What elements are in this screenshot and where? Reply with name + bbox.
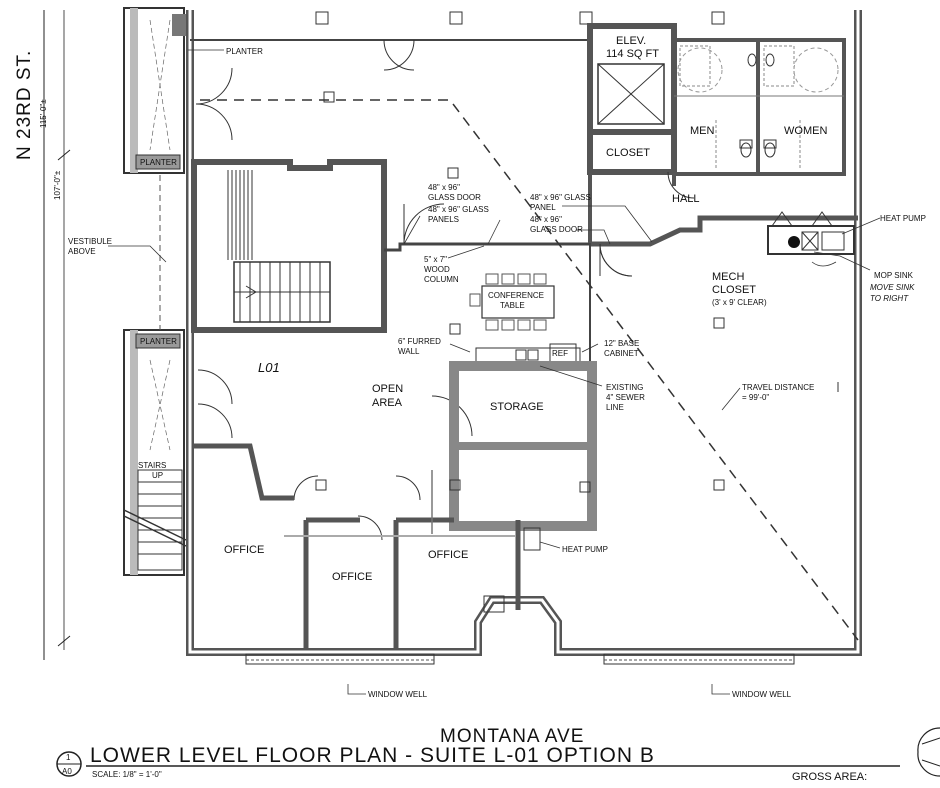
mop-hand-note: MOVE SINK [870, 283, 915, 292]
vestibule-note: VESTIBULE [68, 237, 112, 246]
base-cabinet-note-b: CABINET [604, 349, 639, 358]
stairs-label: STAIRS [138, 461, 166, 470]
mop-sink-note: MOP SINK [874, 271, 914, 280]
glass-panel-note: 48" x 96" GLASS [530, 193, 591, 202]
column [713, 479, 725, 491]
storage-label: STORAGE [490, 401, 544, 413]
glass-panels-note: 48" x 96" GLASS [428, 205, 489, 214]
street-name-left: N 23RD ST. [14, 50, 35, 160]
column [449, 11, 463, 25]
glass-panels-note-b: PANELS [428, 215, 459, 224]
elevator-label: ELEV. [616, 35, 646, 47]
base-cabinet-note: 12" BASE [604, 339, 639, 348]
glass-door-note-2b: GLASS DOOR [530, 225, 583, 234]
wood-column-note: 5" x 7" [424, 255, 447, 264]
heat-pump-note-2: HEAT PUMP [562, 545, 608, 554]
detail-number: 1 [66, 753, 71, 762]
office-label-3: OFFICE [428, 549, 468, 561]
mech-closet-label: MECH [712, 271, 744, 283]
planter-box [135, 154, 181, 170]
drawing-title: LOWER LEVEL FLOOR PLAN - SUITE L-01 OPTI… [90, 744, 655, 767]
heat-pump-unit [523, 527, 541, 551]
sewer-note-c: LINE [606, 403, 624, 412]
glass-panel-note-b: PANEL [530, 203, 556, 212]
conference-label-2: TABLE [500, 301, 525, 310]
planter-note-1: PLANTER [226, 47, 263, 56]
street-name-bottom: MONTANA AVE [440, 726, 584, 747]
storage-room [449, 361, 597, 531]
column [315, 11, 329, 25]
dimension-tick [57, 635, 71, 647]
ref-label: REF [552, 349, 568, 358]
hall-wall [590, 215, 858, 247]
column [579, 11, 593, 25]
window-well-note-1: WINDOW WELL [368, 690, 428, 699]
conference-table [469, 273, 555, 331]
west-planter-strip [123, 7, 185, 576]
travel-note: TRAVEL DISTANCE [742, 383, 814, 392]
sewer-note-b: 4" SEWER [606, 393, 645, 402]
column [449, 323, 461, 335]
closet-label: CLOSET [606, 147, 650, 159]
planter-box [172, 14, 186, 36]
stairs-up [123, 469, 187, 571]
office-label-1: OFFICE [224, 544, 264, 556]
travel-distance-path [200, 99, 859, 641]
restrooms [672, 38, 846, 176]
dimension-top: 115'-0"± [39, 99, 48, 128]
wood-column-note-b: WOOD [424, 265, 450, 274]
mop-hand-note-2: TO RIGHT [870, 294, 909, 303]
conference-wall [400, 243, 591, 370]
mech-closet-label-2: CLOSET [712, 284, 756, 296]
column [483, 595, 505, 613]
heat-pump-note-1: HEAT PUMP [880, 214, 926, 223]
furred-wall-note: 6" FURRED [398, 337, 441, 346]
stairwell [191, 159, 387, 333]
column [447, 167, 459, 179]
glass-door-note-1b: GLASS DOOR [428, 193, 481, 202]
dimension-tick [57, 149, 71, 161]
window-well-east [603, 653, 795, 665]
conference-label: CONFERENCE [488, 291, 544, 300]
north-arrow [917, 727, 940, 777]
column [315, 479, 327, 491]
glass-door-note-1: 48" x 96" [428, 183, 460, 192]
open-area-label: OPEN [372, 383, 403, 395]
column [713, 317, 725, 329]
window-well-note-2: WINDOW WELL [732, 690, 792, 699]
women-label: WOMEN [784, 125, 827, 137]
vestibule-note-2: ABOVE [68, 247, 96, 256]
hall-label: HALL [672, 193, 700, 205]
column [449, 479, 461, 491]
scale-label: SCALE: 1/8" = 1'-0" [92, 770, 162, 779]
note-leaders [108, 49, 881, 695]
door-swings [195, 39, 833, 541]
office-label-2: OFFICE [332, 571, 372, 583]
planter-note-2: PLANTER [140, 158, 177, 167]
glass-door-note-2: 48" x 96" [530, 215, 562, 224]
mech-clear-label: (3' x 9' CLEAR) [712, 298, 767, 307]
travel-note-b: = 99'-0" [742, 393, 769, 402]
gross-area-label: GROSS AREA: [792, 771, 867, 783]
planter-note-3: PLANTER [140, 337, 177, 346]
planter-box [135, 333, 181, 349]
suite-label: L01 [258, 360, 280, 375]
office-walls [194, 443, 521, 648]
dimension-lower: 107'-0"± [53, 170, 62, 200]
mech-closet [767, 225, 855, 255]
sewer-note: EXISTING [606, 383, 643, 392]
column [323, 91, 335, 103]
hand-arrow [811, 261, 837, 267]
detail-bubble [56, 751, 82, 777]
open-area-label-2: AREA [372, 397, 403, 409]
men-label: MEN [690, 125, 715, 137]
window-well-west [245, 653, 435, 665]
sheet-number: A0 [62, 767, 72, 776]
stairs-label-2: UP [152, 471, 163, 480]
wood-column-note-c: COLUMN [424, 275, 459, 284]
furred-wall-note-b: WALL [398, 347, 420, 356]
column [711, 11, 725, 25]
elevator-area-label: 114 SQ FT [606, 48, 659, 60]
